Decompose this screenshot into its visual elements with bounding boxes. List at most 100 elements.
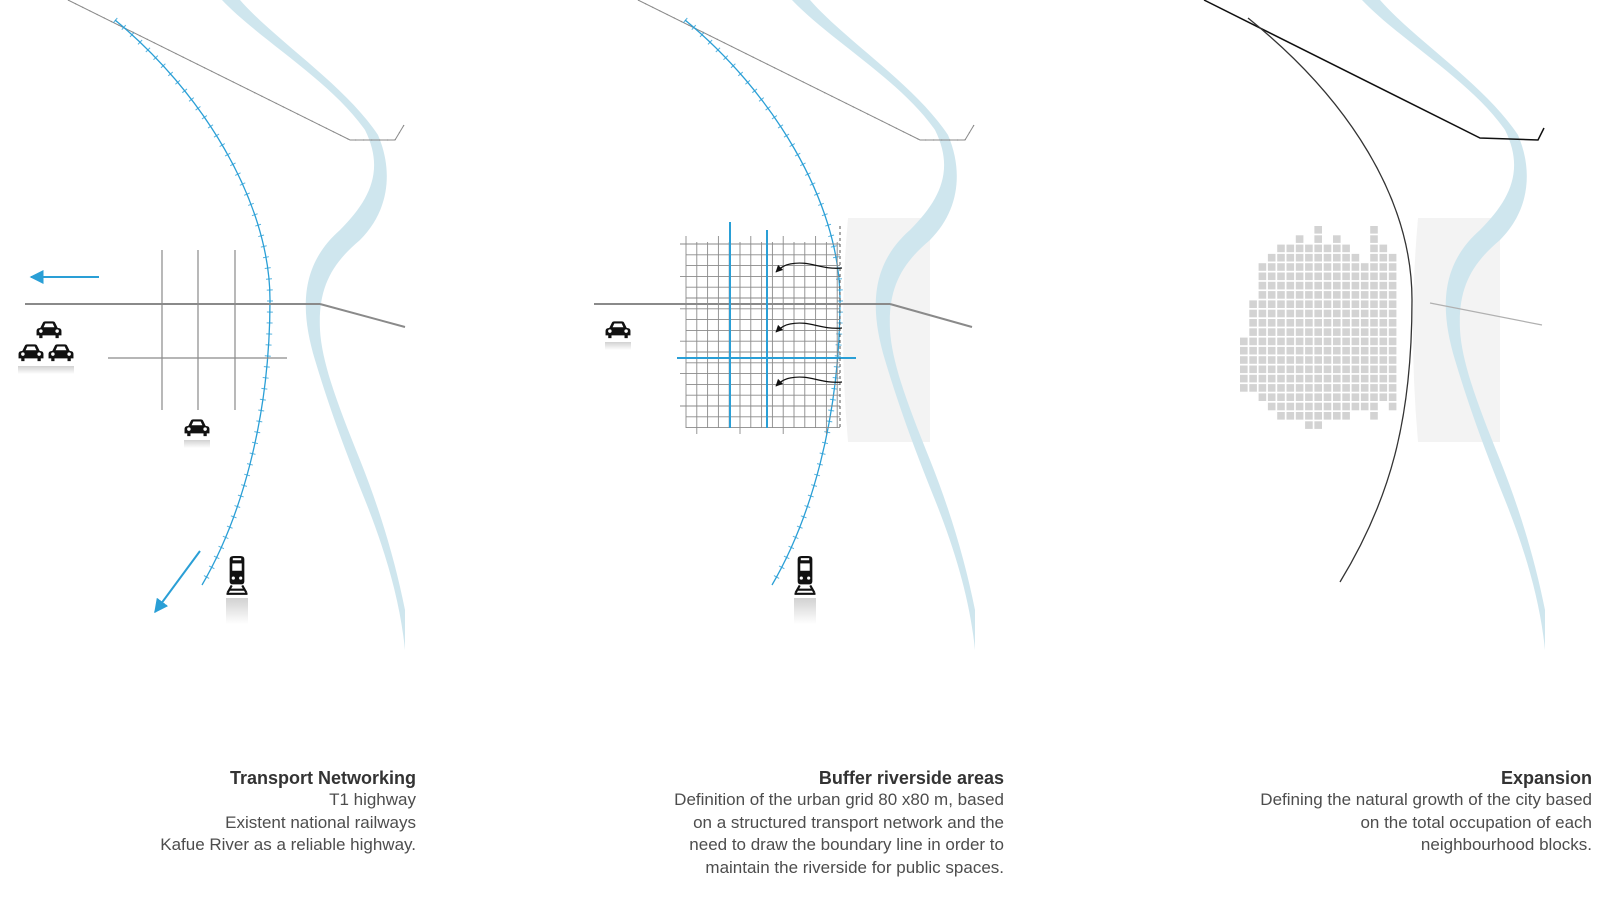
neighbourhood-block [1314,421,1322,429]
neighbourhood-block [1286,263,1295,271]
neighbourhood-block [1370,319,1378,327]
neighbourhood-block [1295,384,1304,392]
neighbourhood-block [1388,309,1397,318]
neighbourhood-block [1295,328,1304,336]
neighbourhood-block [1342,263,1350,271]
neighbourhood-block [1333,319,1341,327]
neighbourhood-block [1333,356,1341,364]
t1-highway [1429,302,1543,326]
neighbourhood-block [1258,263,1267,271]
neighbourhood-block [1314,412,1322,420]
neighbourhood-block [1323,253,1332,262]
neighbourhood-block [1370,356,1378,364]
neighbourhood-block [1258,272,1267,281]
neighbourhood-block [1314,309,1322,318]
neighbourhood-block [1351,374,1360,383]
neighbourhood-block [1286,328,1295,336]
neighbourhood-block [1305,263,1313,271]
neighbourhood-block [1314,235,1322,243]
neighbourhood-block [1295,281,1304,290]
neighbourhood-block [1258,300,1267,308]
neighbourhood-block [1370,226,1378,234]
neighbourhood-block [1333,365,1341,374]
neighbourhood-block [1323,272,1332,281]
neighbourhood-block [1286,412,1295,420]
neighbourhood-block [1249,346,1257,355]
neighbourhood-block [1351,272,1360,281]
neighbourhood-block [1314,263,1322,271]
neighbourhood-block [1277,356,1285,364]
neighbourhood-block [1360,356,1369,364]
neighbourhood-block [1240,374,1248,383]
neighbourhood-block [1240,356,1248,364]
neighbourhood-block [1342,374,1350,383]
neighbourhood-block [1323,365,1332,374]
neighbourhood-block [1305,244,1313,253]
neighbourhood-block [1240,365,1248,374]
neighbourhood-block [1277,384,1285,392]
neighbourhood-block [1258,281,1267,290]
neighbourhood-block [1360,374,1369,383]
neighbourhood-block [1342,281,1350,290]
neighbourhood-block [1379,244,1388,253]
neighbourhood-block [1351,281,1360,290]
neighbourhood-block [1267,356,1276,364]
neighbourhood-block [1323,337,1332,346]
neighbourhood-block [1286,309,1295,318]
neighbourhood-block [1360,281,1369,290]
neighbourhood-block [1295,402,1304,411]
neighbourhood-block [1295,253,1304,262]
river [222,0,405,650]
neighbourhood-block [1351,253,1360,262]
neighbourhood-block [1295,356,1304,364]
neighbourhood-block [1277,253,1285,262]
neighbourhood-block [1295,235,1304,243]
neighbourhood-block [1370,263,1378,271]
neighbourhood-block [1360,393,1369,401]
neighbourhood-block [1388,300,1397,308]
train-icon [793,555,817,595]
neighbourhood-block [1360,272,1369,281]
neighbourhood-block [1379,291,1388,299]
neighbourhood-block [1370,328,1378,336]
neighbourhood-block [1258,319,1267,327]
neighbourhood-block [1277,272,1285,281]
neighbourhood-block [1360,337,1369,346]
neighbourhood-block [1360,402,1369,411]
neighbourhood-block [1388,291,1397,299]
neighbourhood-block [1277,337,1285,346]
neighbourhood-block [1342,272,1350,281]
neighbourhood-block [1258,384,1267,392]
arrow-icon [154,550,201,614]
neighbourhood-block [1370,244,1378,253]
neighbourhood-block [1286,300,1295,308]
neighbourhood-block [1305,421,1313,429]
neighbourhood-block [1286,384,1295,392]
neighbourhood-block [1295,412,1304,420]
neighbourhood-block [1267,253,1276,262]
neighbourhood-block [1240,337,1248,346]
neighbourhood-block [1295,300,1304,308]
neighbourhood-block [1379,272,1388,281]
neighbourhood-block [1333,346,1341,355]
neighbourhood-block [1314,384,1322,392]
neighbourhood-block [1379,309,1388,318]
neighbourhood-block [1370,235,1378,243]
neighbourhood-block [1333,412,1341,420]
car-icon [605,321,631,339]
neighbourhood-block [1249,300,1257,308]
neighbourhood-block [1360,346,1369,355]
neighbourhood-block [1360,309,1369,318]
neighbourhood-block [1314,226,1322,234]
neighbourhood-block [1305,328,1313,336]
caption-transport-networking: Transport Networking T1 highway Existent… [80,767,416,857]
railway-national [67,0,405,141]
neighbourhood-block [1360,263,1369,271]
neighbourhood-block [1323,328,1332,336]
neighbourhood-block [1249,309,1257,318]
neighbourhood-block [1388,263,1397,271]
neighbourhood-block [1323,300,1332,308]
caption-line: on a structured transport network and th… [693,812,1004,832]
neighbourhood-block [1388,365,1397,374]
neighbourhood-block [1370,402,1378,411]
